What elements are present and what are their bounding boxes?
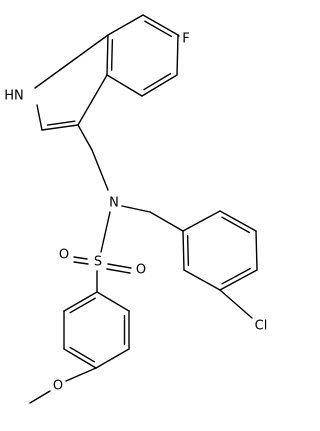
bond (77, 74, 108, 126)
sulfonamide-nitrogen-atom-label: N (109, 196, 119, 211)
bond (106, 268, 131, 274)
bond (142, 14, 179, 36)
bond (63, 348, 97, 369)
bond (107, 14, 144, 36)
bond (106, 34, 109, 76)
double-bond-inner (110, 39, 114, 71)
structure-diagram: F HN N S O O O Cl (4, 14, 267, 404)
bond (177, 34, 180, 37)
bond (183, 269, 221, 291)
bond (106, 74, 143, 97)
bond (219, 289, 253, 319)
fluorine-atom-label: F (182, 32, 189, 47)
sulfonyl-oxygen-left-label: O (59, 248, 69, 263)
double-bond-inner (221, 216, 251, 234)
bond (95, 348, 130, 369)
bond (219, 269, 258, 291)
bond (63, 291, 98, 312)
bond (29, 390, 51, 404)
double-bond-inner (69, 346, 96, 363)
sulfur-atom-label: S (94, 255, 102, 270)
atom-labels-layer: F HN N S O O O Cl (4, 32, 267, 394)
bond (182, 210, 221, 232)
bond (100, 211, 111, 253)
bond (36, 104, 43, 131)
double-bond-inner (221, 267, 251, 285)
bond (107, 263, 132, 269)
double-bond-inner (144, 20, 173, 38)
methoxy-oxygen-atom-label: O (53, 379, 63, 394)
bond (96, 291, 130, 312)
bond (141, 74, 178, 97)
bond (77, 124, 93, 151)
bond (121, 205, 151, 213)
bond (41, 124, 79, 131)
double-bond-inner (69, 297, 96, 314)
indole-nh-atom-label: HN (4, 89, 24, 104)
double-bond-inner (143, 72, 172, 91)
bonds-layer (29, 14, 258, 404)
chlorine-atom-label: Cl (255, 319, 268, 334)
bond (73, 256, 88, 260)
bond (219, 210, 257, 232)
sulfonyl-oxygen-right-label: O (136, 263, 146, 278)
bond (149, 211, 184, 232)
bond (91, 149, 109, 191)
bond (176, 34, 179, 76)
bond (73, 261, 89, 265)
bond (182, 230, 185, 271)
bond (34, 34, 109, 89)
double-bond-inner (186, 235, 190, 267)
bond (65, 367, 97, 382)
bond (255, 230, 258, 271)
double-bond-inner (46, 120, 76, 126)
